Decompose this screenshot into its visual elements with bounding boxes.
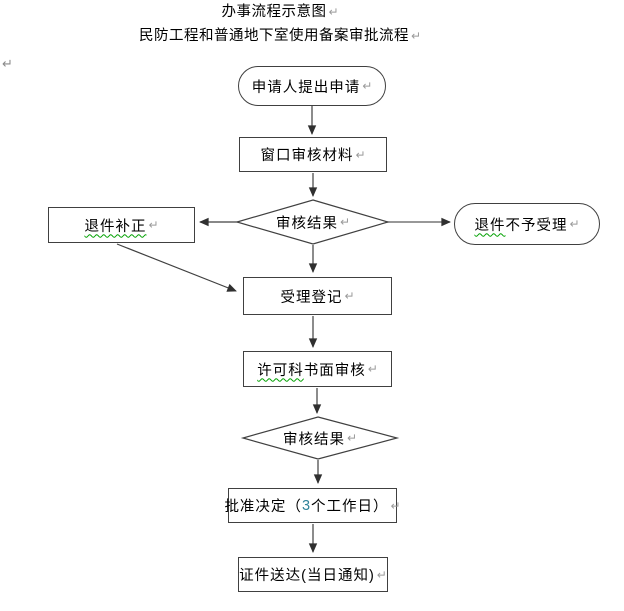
doc-title-text-1: 办事流程示意图 (221, 4, 327, 20)
flow-node-decision-1[interactable] (234, 199, 391, 245)
node-label: 证件送达(当日通知) (239, 568, 375, 584)
node-label: 不予受理 (505, 217, 568, 234)
node-label: 窗口审核材料 (260, 148, 354, 164)
paragraph-mark-icon: ↵ (376, 567, 387, 582)
flow-node-return-correction[interactable]: 退件补正↵ (48, 207, 195, 243)
flow-node-decision-2[interactable] (240, 416, 400, 460)
node-label: 审核结果 (282, 431, 345, 448)
flow-node-written-review[interactable]: 许可科书面审核↵ (243, 351, 392, 387)
paragraph-mark-icon: ↵ (355, 147, 366, 162)
flow-node-start[interactable]: 申请人提出申请↵ (238, 66, 386, 106)
flow-node-decision-1-label: 审核结果↵ (253, 208, 373, 236)
doc-title-text-2: 民防工程和普通地下室使用备案审批流程 (138, 28, 409, 44)
node-label-flagged: 许可科 (257, 362, 304, 379)
node-label: 书面审核 (303, 362, 366, 379)
node-label: 退件补正 (84, 218, 147, 235)
flow-node-window-review[interactable]: 窗口审核材料↵ (239, 137, 387, 172)
node-label: 申请人提出申请 (251, 79, 361, 96)
node-label: 批准决定（ (224, 499, 302, 515)
node-label-number: 3 (301, 497, 312, 514)
flow-node-approval[interactable]: 批准决定（3 个工作日）↵ (224, 488, 401, 523)
flow-node-delivery[interactable]: 证件送达(当日通知)↵ (238, 557, 388, 592)
node-label: 个工作日） (311, 499, 389, 515)
doc-title-line-2: 民防工程和普通地下室使用备案审批流程↵ (0, 27, 560, 45)
paragraph-mark-icon: ↵ (346, 431, 358, 445)
paragraph-mark-icon: ↵ (569, 217, 580, 231)
paragraph-mark-icon: ↵ (344, 289, 355, 303)
paragraph-mark-icon: ↵ (367, 362, 378, 376)
paragraph-mark-icon: ↵ (390, 498, 401, 513)
flow-node-register[interactable]: 受理登记↵ (243, 277, 392, 315)
node-label: 审核结果 (275, 215, 338, 232)
node-label-flagged: 退件 (474, 217, 506, 234)
paragraph-mark-icon: ↵ (362, 79, 373, 93)
paragraph-mark-icon: ↵ (410, 29, 422, 43)
margin-paragraph-mark: ↵ (2, 56, 13, 71)
paragraph-mark-icon: ↵ (328, 5, 339, 19)
flow-node-decision-2-label: 审核结果↵ (260, 424, 380, 452)
paragraph-mark-icon: ↵ (148, 218, 159, 232)
paragraph-mark-icon: ↵ (339, 215, 351, 229)
connector-return-correction-to-register[interactable] (116, 243, 237, 292)
doc-title-line-1: 办事流程示意图↵ (0, 3, 560, 21)
flow-node-reject[interactable]: 退件不予受理↵ (454, 203, 600, 245)
node-label: 受理登记 (280, 289, 343, 306)
